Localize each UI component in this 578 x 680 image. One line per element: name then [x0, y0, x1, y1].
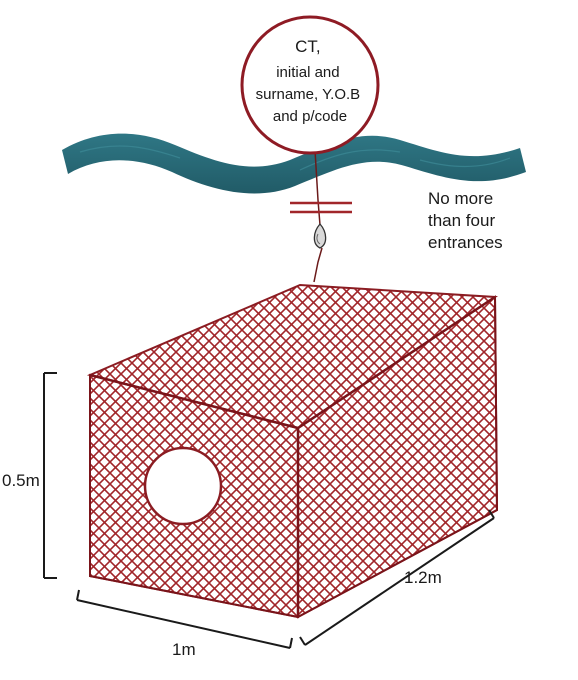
width-label: 1m: [172, 640, 196, 659]
dimension-height: [43, 372, 57, 579]
water-surface: [62, 133, 526, 194]
dimension-width: [76, 589, 293, 649]
float-buoy: [240, 15, 380, 155]
entrances-note: No more than four entrances: [428, 189, 503, 252]
dimension-length: [299, 509, 495, 646]
length-label: 1.2m: [404, 568, 442, 587]
weight-clip: [313, 223, 327, 249]
trap-entrance: [143, 446, 223, 526]
height-label: 0.5m: [2, 471, 40, 490]
float-label: CT, initial and surname, Y.O.B and p/cod…: [256, 37, 365, 125]
rope: [313, 149, 323, 283]
